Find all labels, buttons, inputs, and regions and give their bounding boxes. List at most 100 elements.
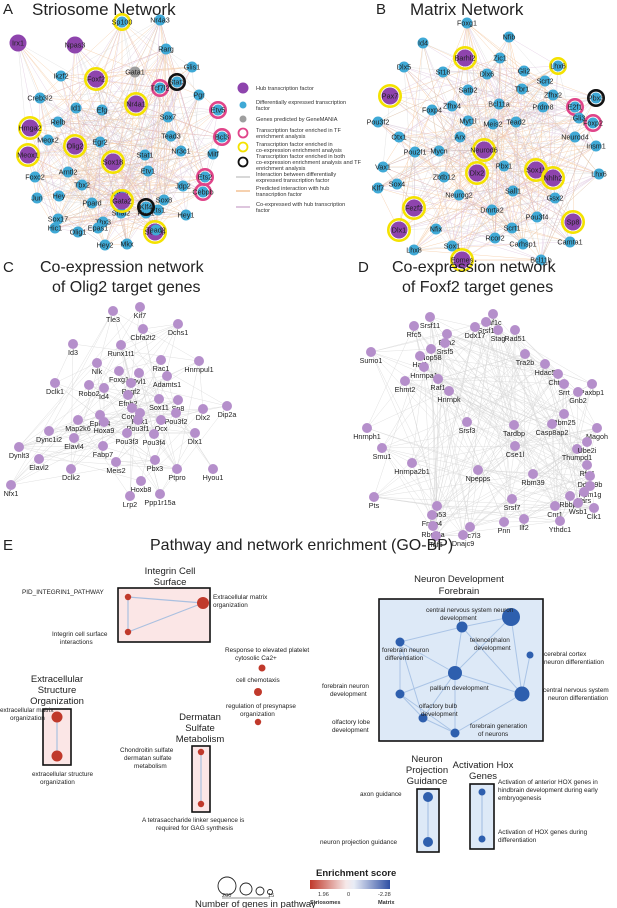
node-label: Tead3	[161, 132, 181, 141]
node-label: Cbfa2t2	[130, 333, 155, 342]
node-label: Thumpd1	[562, 453, 592, 462]
node-cebpb: Cebpb	[192, 183, 214, 202]
cluster-dermatan-title-line3: Metabolism	[176, 734, 225, 745]
node-tead2: Tead2	[506, 116, 526, 128]
node-pallium-dev	[448, 666, 462, 680]
node-label: Prdm8	[532, 103, 553, 112]
node-label: Foxp4	[422, 106, 442, 115]
node-label: Nfix	[430, 225, 443, 234]
node-label: Sox11	[149, 403, 169, 412]
node-magoh: Magoh	[586, 423, 608, 441]
node-label: Hey	[53, 192, 66, 201]
node-e2f1: E2f1	[565, 98, 584, 117]
legend-label: Genes predicted by GeneMANIA	[256, 117, 338, 123]
node-label: Srsf5	[437, 347, 454, 356]
node-label: Dlx6	[480, 70, 494, 79]
node-runx1t1: Runx1t1	[108, 340, 134, 358]
node-tetrasaccharide	[197, 800, 205, 808]
node-ec-matrix-org	[51, 711, 63, 723]
node-label: Trp53	[428, 510, 447, 519]
node-label: Sumo1	[360, 356, 383, 365]
node-label: Dlx5	[397, 63, 411, 72]
size-legend-title: Number of genes in pathway	[195, 899, 316, 908]
node-paxbp1: Paxbp1	[580, 379, 604, 397]
node-label: Sox11	[526, 166, 546, 175]
node-label: Pax7	[382, 92, 398, 101]
node-camta1: Camta1	[557, 236, 583, 248]
node-label: Meis2	[106, 466, 125, 475]
label-axon-guidance: axon guidance	[360, 791, 402, 798]
node-meox1: Meox1	[15, 143, 40, 168]
node-map2k6: Map2k6	[65, 415, 91, 433]
node-st18: St18	[436, 66, 450, 78]
node-label: Map2k6	[65, 424, 91, 433]
node-pou3f2: Pou3f2	[165, 408, 187, 426]
node-label: Pnn	[498, 526, 511, 535]
node-label: Tbx2	[74, 181, 90, 190]
node-id4: Id4	[99, 383, 109, 401]
node-ptpro: Ptpro	[168, 464, 186, 482]
size-legend-circle-200	[217, 876, 237, 896]
node-label: Rbm25	[552, 418, 575, 427]
node-label: Dlx2	[470, 169, 484, 178]
node-label: Cond2	[121, 412, 142, 421]
panel-d-title-line2: of Foxf2 target genes	[402, 279, 553, 296]
node-olig2: Olig2	[63, 134, 88, 159]
node-sp100: Sp100	[112, 13, 132, 31]
node-label: Hoxb8	[131, 485, 152, 494]
node-label: Etv5	[211, 106, 225, 115]
node-cbfa2t2: Cbfa2t2	[130, 324, 156, 342]
panel-d-letter: D	[358, 259, 369, 276]
node-label: Pgr	[193, 91, 205, 100]
node-srsf7: Srsf7	[504, 494, 520, 512]
node-cns-neuron-dev	[456, 621, 468, 633]
node-dchs1: Dchs1	[168, 319, 188, 337]
node-kif7: Kif7	[134, 302, 146, 320]
node-label: Pou3f1	[127, 424, 150, 433]
node-ehmt2: Ehmt2	[395, 376, 416, 394]
node-label: Pbx1	[496, 162, 512, 171]
node-label: Cse1l	[506, 450, 525, 459]
node-sox8: Sox8	[156, 194, 172, 206]
node-srrt: Srrt	[558, 379, 570, 397]
node-nlk: Nlk	[92, 358, 103, 376]
node-lrp2: Lrp2	[123, 491, 137, 509]
node-label: Efnb2	[119, 399, 138, 408]
node-label: Kif7	[134, 311, 146, 320]
cluster-activation-hox: Activation Hox Genes Activation of anter…	[453, 760, 599, 850]
node-sox1: Sox1	[444, 240, 460, 252]
node-thumpd1: Thumpd1	[562, 444, 592, 462]
node-label: Eomes	[451, 256, 474, 265]
node-gsx2: Gsx2	[547, 192, 563, 204]
node-insm1: Insm1	[586, 140, 606, 152]
node-label: Nlk	[92, 367, 103, 376]
node-carhsp1: Carhsp1	[509, 238, 537, 250]
cluster-projection-title-line1: Neuron	[411, 754, 442, 765]
node-presynapse	[254, 718, 262, 726]
node-gli2: Gli2	[518, 65, 530, 77]
node-label: Id1	[71, 104, 81, 113]
node-label: Npepps	[466, 474, 491, 483]
node-foxf2: Foxf2	[84, 67, 109, 92]
node-label: Hoxa9	[94, 426, 115, 435]
panel-b-title: Matrix Network	[410, 0, 524, 19]
score-legend-mid: 0	[347, 892, 350, 898]
node-label: Ehmt2	[395, 385, 416, 394]
node-hey2: Hey2	[97, 239, 113, 251]
node-label: Sox7	[160, 113, 176, 122]
node-label: Rfc5	[407, 330, 422, 339]
node-pbx3: Pbx3	[147, 455, 163, 473]
node-label: Scrt2	[537, 77, 554, 86]
node-label: Luc7l3	[459, 531, 480, 540]
node-stag: Stag	[491, 325, 505, 343]
cluster-extracellular-title-line3: Organization	[30, 696, 84, 707]
node-tardbp: Tardbp	[503, 420, 525, 438]
node-olfactory-bulb	[450, 728, 460, 738]
node-label: Lhx8	[406, 246, 422, 255]
